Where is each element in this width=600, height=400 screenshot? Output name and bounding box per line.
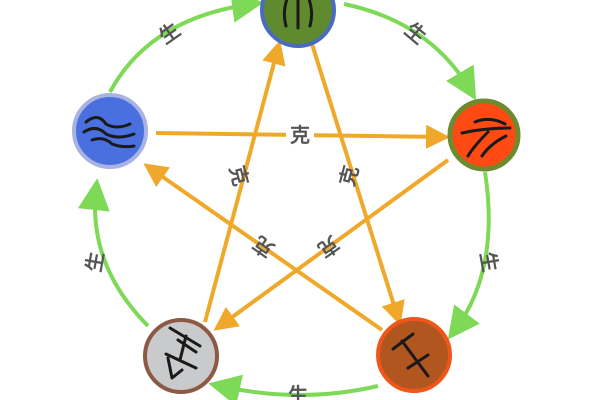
overcome-label: 克 <box>248 231 278 262</box>
overcome-arrow-top-to-bottomright <box>310 43 405 326</box>
overcome-labels: 克 克 克 克 克 <box>225 122 363 262</box>
crossed-strokes-icon <box>460 117 512 158</box>
generate-label: 生 <box>154 18 184 49</box>
node-top <box>260 0 336 48</box>
generate-cycle <box>77 0 491 400</box>
overcome-star <box>143 40 450 332</box>
overcome-label: 克 <box>313 231 343 262</box>
node-left <box>72 93 148 169</box>
overcome-label: 克 <box>290 123 310 147</box>
generate-label: 生 <box>288 383 308 400</box>
generate-label: 生 <box>400 18 431 49</box>
node-right <box>447 98 521 172</box>
generate-label: 生 <box>475 250 502 274</box>
generate-label: 生 <box>81 250 108 274</box>
triple-strokes-icon <box>282 0 314 30</box>
overcome-arrow-bottomleft-to-top <box>203 40 286 323</box>
node-bottom-left <box>143 318 219 394</box>
node-bottom-right <box>376 317 452 393</box>
generate-arrow-left-to-top <box>108 0 264 93</box>
overcome-arrow-bottomright-to-left <box>143 163 384 332</box>
overcome-arrow-right-to-bottomleft <box>213 158 450 331</box>
angular-strokes-icon <box>164 326 202 380</box>
generate-arrow-bottomleft-to-left <box>77 178 150 328</box>
wave-strokes-icon <box>82 116 136 149</box>
t-cross-icon <box>391 332 430 378</box>
generate-arrow-right-to-bottomright <box>447 171 491 340</box>
overcome-label: 克 <box>335 163 363 189</box>
generate-arrow-bottomright-to-bottomleft <box>208 374 379 400</box>
overcome-label: 克 <box>225 163 253 189</box>
generate-arrow-top-to-right <box>343 2 477 101</box>
